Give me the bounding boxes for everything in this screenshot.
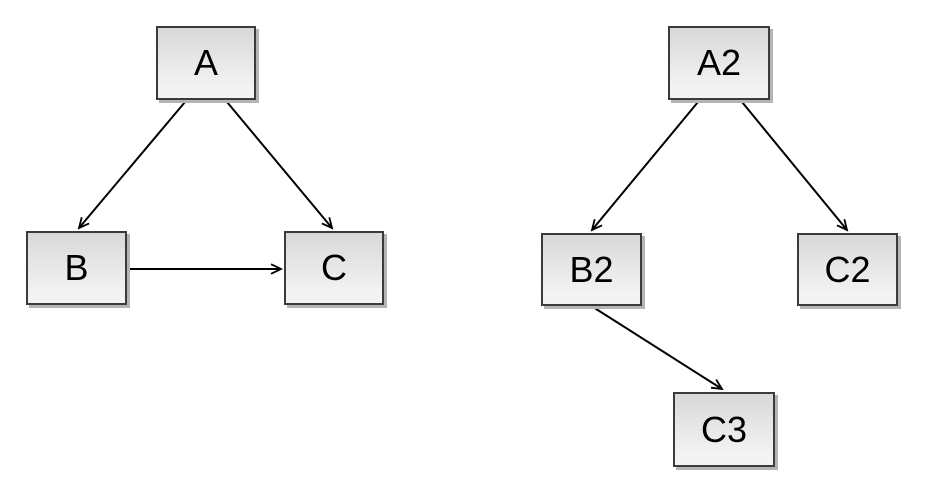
node-C3[interactable]: C3 — [673, 392, 775, 467]
node-label-B2: B2 — [569, 248, 614, 290]
edge-A2-to-B2[interactable] — [590, 101, 699, 232]
node-A[interactable]: A — [156, 26, 256, 100]
node-A2[interactable]: A2 — [668, 26, 770, 100]
node-C[interactable]: C — [284, 231, 384, 305]
node-label-A: A — [193, 42, 218, 83]
edge-A-to-B[interactable] — [77, 101, 186, 230]
edge-A2-to-C2[interactable] — [741, 101, 849, 232]
node-B[interactable]: B — [26, 231, 127, 305]
edge-B2-to-C3[interactable] — [592, 306, 724, 391]
node-B2[interactable]: B2 — [541, 233, 642, 306]
edge-A-to-C[interactable] — [226, 101, 334, 230]
node-label-C: C — [321, 247, 347, 288]
node-C2[interactable]: C2 — [797, 233, 898, 306]
node-label-C3: C3 — [700, 408, 748, 450]
node-label-C2: C2 — [824, 248, 871, 290]
node-label-B: B — [64, 247, 89, 288]
node-label-A2: A2 — [696, 42, 742, 83]
